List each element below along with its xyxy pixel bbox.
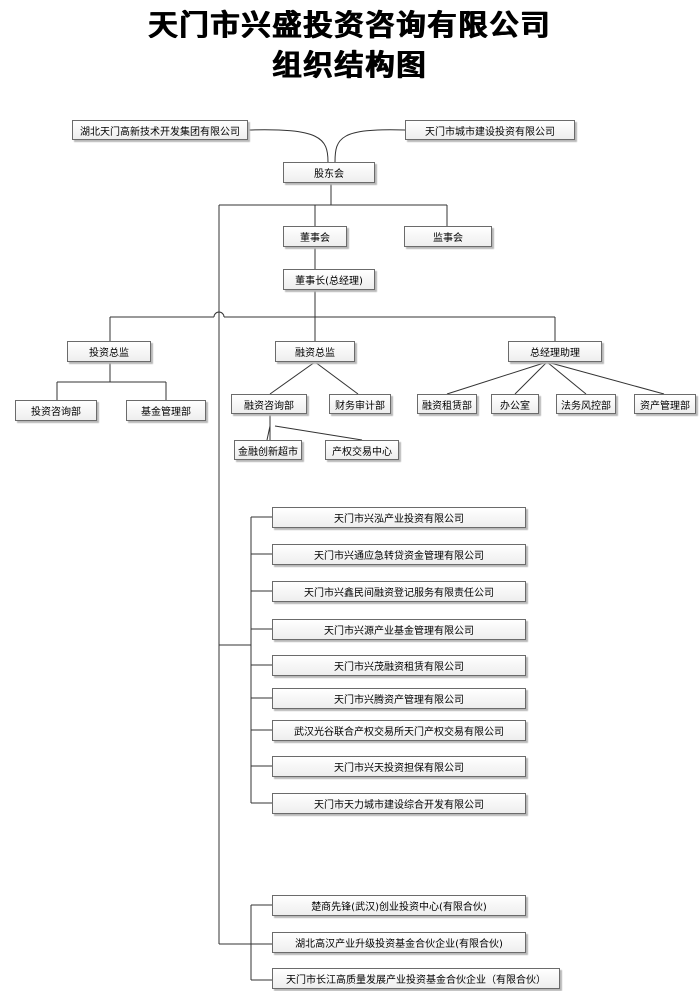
subsidiary-box: 武汉光谷联合产权交易所天门产权交易有限公司 [272,720,526,741]
gm-assistant-box: 总经理助理 [508,341,602,362]
page-subtitle: 组织结构图 [272,48,428,82]
investment-director-box: 投资总监 [67,341,151,362]
subsidiary-box: 天门市兴源产业基金管理有限公司 [272,619,526,640]
investment-consulting-box: 投资咨询部 [15,400,97,421]
finance-supermarket-box: 金融创新超市 [234,440,302,460]
supervisors-box: 监事会 [404,226,492,247]
financing-consulting-box: 融资咨询部 [231,394,307,414]
page-title: 天门市兴盛投资咨询有限公司 [148,8,552,42]
fund-management-box: 基金管理部 [126,400,206,421]
subsidiary-box: 天门市兴腾资产管理有限公司 [272,688,526,709]
financing-director-box: 融资总监 [275,341,355,362]
shareholders-meeting-box: 股东会 [283,162,375,183]
partnership-box: 天门市长江高质量发展产业投资基金合伙企业（有限合伙） [272,968,560,989]
financing-leasing-box: 融资租赁部 [417,394,477,414]
subsidiary-box: 天门市兴鑫民间融资登记服务有限责任公司 [272,581,526,602]
finance-audit-box: 财务审计部 [329,394,391,414]
partnership-box: 楚商先锋(武汉)创业投资中心(有限合伙) [272,895,526,916]
partnership-box: 湖北高汉产业升级投资基金合伙企业(有限合伙) [272,932,526,953]
shareholder-box-right: 天门市城市建设投资有限公司 [405,120,575,140]
subsidiary-box: 天门市兴泓产业投资有限公司 [272,507,526,528]
legal-risk-box: 法务风控部 [556,394,616,414]
subsidiary-box: 天门市兴天投资担保有限公司 [272,756,526,777]
shareholder-box-left: 湖北天门高新技术开发集团有限公司 [72,120,248,140]
board-box: 董事会 [283,226,347,247]
asset-management-box: 资产管理部 [634,394,696,414]
subsidiary-box: 天门市兴茂融资租赁有限公司 [272,655,526,676]
chairman-box: 董事长(总经理) [283,269,375,290]
property-exchange-box: 产权交易中心 [325,440,399,460]
office-box: 办公室 [491,394,539,414]
subsidiary-box: 天门市兴通应急转贷资金管理有限公司 [272,544,526,565]
subsidiary-box: 天门市天力城市建设综合开发有限公司 [272,793,526,814]
